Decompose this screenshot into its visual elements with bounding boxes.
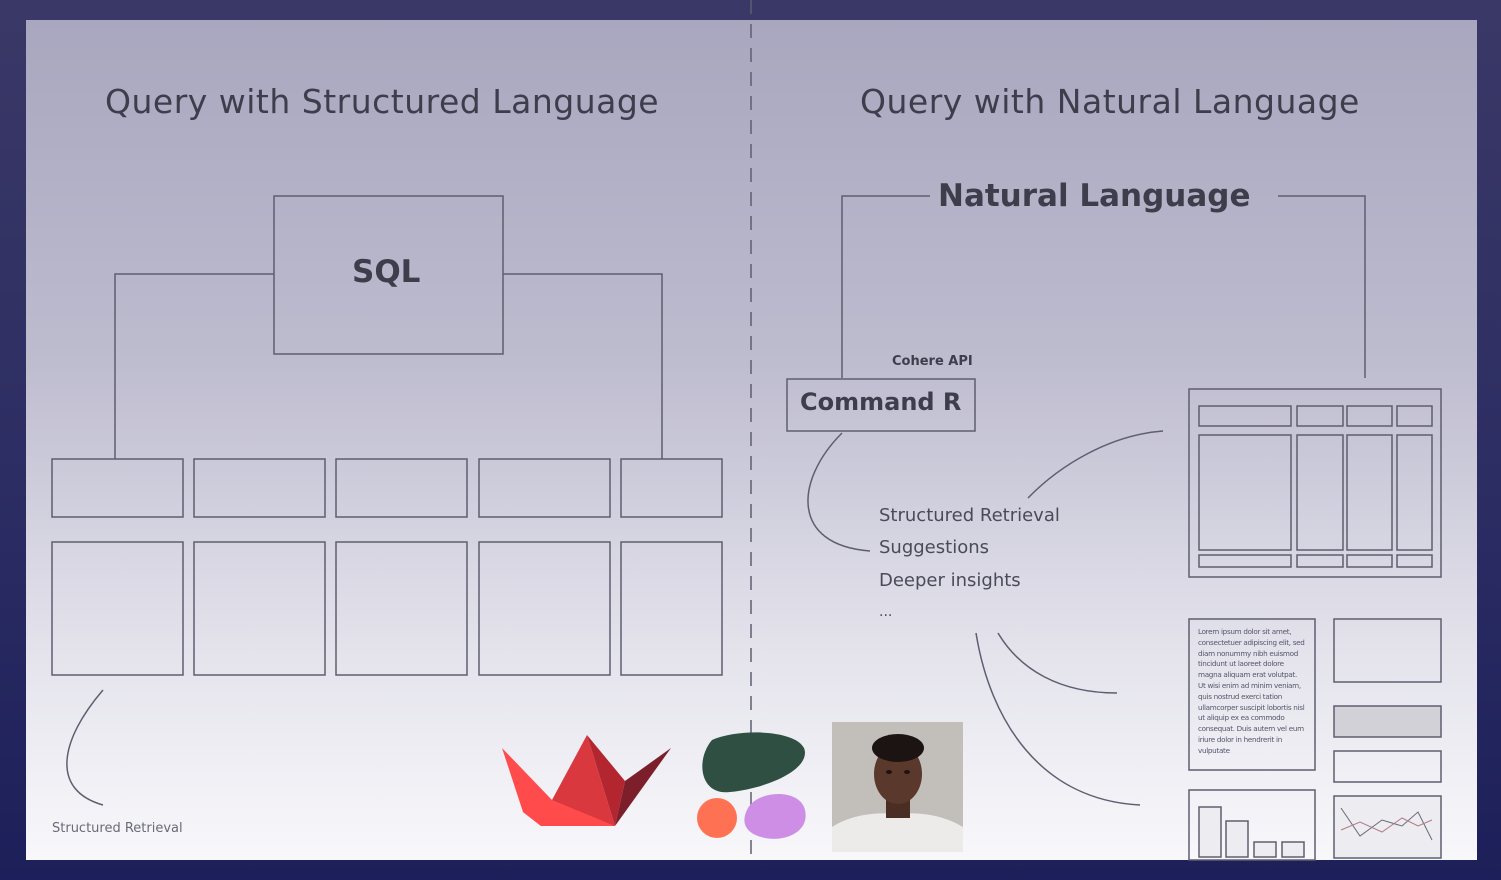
dashboard-column [1396, 434, 1433, 551]
capability-item: Structured Retrieval [879, 505, 1060, 526]
portrait-photo [832, 722, 963, 852]
table-header-cell [620, 458, 723, 518]
left-caption: Structured Retrieval [52, 821, 183, 836]
insights-curve-2 [975, 632, 1141, 806]
widget-box [1333, 618, 1442, 683]
dashboard-header-cell [1198, 405, 1292, 427]
mini-bar [1281, 841, 1305, 858]
table-header-cell [193, 458, 326, 518]
command-r-label: Command R [800, 388, 962, 416]
bar-chart-card [1188, 789, 1316, 861]
retrieval-curve [1027, 430, 1164, 499]
nl-bracket-left [841, 195, 930, 378]
table-body-cell [478, 541, 611, 676]
left-panel-title: Query with Structured Language [105, 82, 660, 121]
table-body-cell [51, 541, 184, 676]
mini-line-series [1340, 817, 1433, 833]
dashboard-header-cell [1296, 405, 1344, 427]
sql-box [273, 195, 504, 355]
capability-item: ... [879, 604, 893, 620]
text-card [1188, 618, 1316, 771]
dashboard-footer-cell [1346, 554, 1393, 568]
capability-item: Suggestions [879, 537, 989, 558]
streamlit-logo [502, 735, 671, 826]
table-body-cell [335, 541, 468, 676]
dashboard-column [1296, 434, 1344, 551]
dashboard-column [1346, 434, 1393, 551]
dashboard-column [1198, 434, 1292, 551]
sql-connector-right [503, 273, 663, 459]
insights-curve-1 [997, 632, 1118, 694]
left-caption-curve [66, 689, 104, 806]
mini-line-series [1340, 807, 1433, 841]
dashboard-frame [1188, 388, 1442, 578]
sql-label: SQL [352, 254, 421, 290]
widget-box-filled [1333, 705, 1442, 738]
mini-bar [1225, 820, 1249, 858]
sql-connector-left [114, 273, 274, 459]
mini-bar [1198, 806, 1222, 858]
table-header-cell [478, 458, 611, 518]
table-body-cell [193, 541, 326, 676]
table-header-cell [51, 458, 184, 518]
dashboard-header-cell [1346, 405, 1393, 427]
cohere-api-label: Cohere API [892, 354, 973, 369]
dashboard-header-cell [1396, 405, 1433, 427]
command-r-curve [807, 432, 871, 552]
dashboard-footer-cell [1396, 554, 1433, 568]
sample-text: Lorem ipsum dolor sit amet, consectetuer… [1198, 627, 1305, 755]
right-panel-title: Query with Natural Language [860, 82, 1360, 121]
figma-like-logo [697, 732, 806, 839]
capability-item: Deeper insights [879, 570, 1021, 591]
nl-bracket-right [1278, 195, 1366, 378]
table-body-cell [620, 541, 723, 676]
natural-language-label: Natural Language [938, 178, 1251, 214]
command-r-box [786, 378, 976, 432]
widget-box [1333, 750, 1442, 783]
dashboard-footer-cell [1296, 554, 1344, 568]
mini-bar [1253, 841, 1277, 858]
table-header-cell [335, 458, 468, 518]
line-chart-card [1333, 795, 1442, 859]
dashboard-footer-cell [1198, 554, 1292, 568]
